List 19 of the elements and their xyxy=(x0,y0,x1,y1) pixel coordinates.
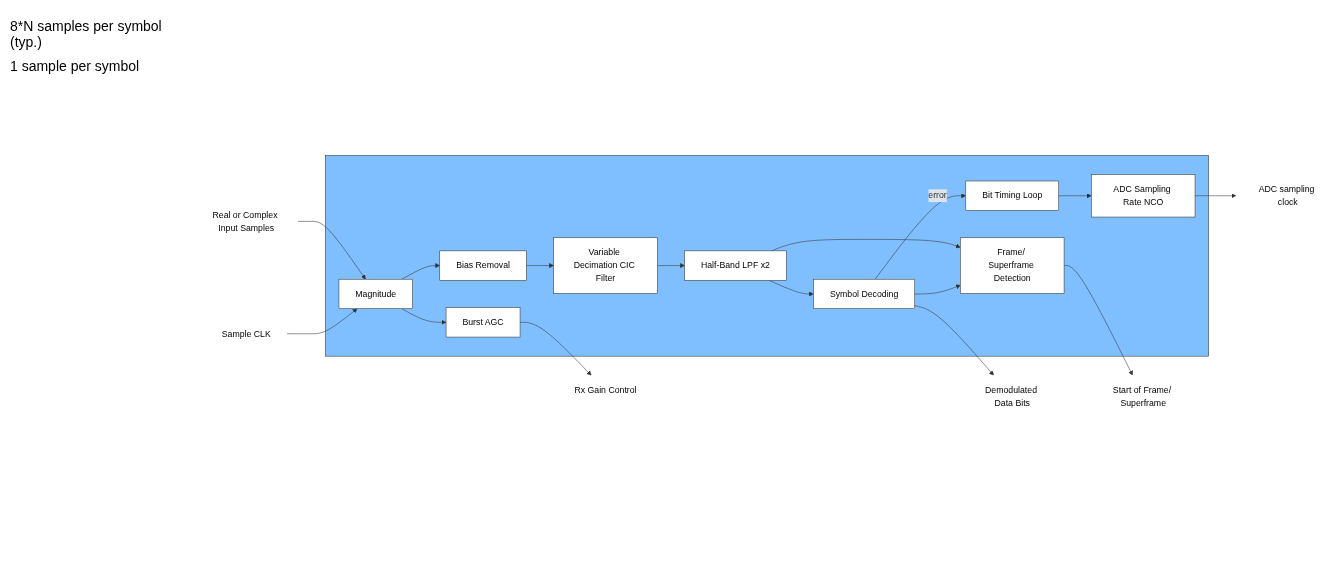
node-box: Burst AGC xyxy=(445,307,521,338)
node-box: Half-Band LPF x2 xyxy=(684,250,787,281)
node-text: Real or Complex Input Samples xyxy=(212,209,278,233)
node-box: Symbol Decoding xyxy=(813,278,915,309)
edge-label: error xyxy=(928,190,947,201)
node-text: Rx Gain Control xyxy=(574,384,637,395)
node-box: Magnitude xyxy=(338,278,413,309)
note-text: 1 sample per symbol xyxy=(10,58,141,74)
node-box: ADC Sampling Rate NCO xyxy=(1091,174,1196,218)
node-text: Sample CLK xyxy=(221,328,271,339)
node-box: Bit Timing Loop xyxy=(965,180,1059,211)
note-text: 8*N samples per symbol (typ.) xyxy=(10,18,163,50)
node-text: Start of Frame/ Superframe xyxy=(1112,384,1172,408)
cluster xyxy=(325,155,1209,357)
node-box: Variable Decimation CIC Filter xyxy=(553,237,658,294)
node-box: Bias Removal xyxy=(439,250,527,281)
node-text: ADC sampling clock xyxy=(1258,184,1315,207)
node-text: Demodulated Data Bits xyxy=(985,384,1037,408)
node-box: Frame/ Superframe Detection xyxy=(960,237,1065,294)
